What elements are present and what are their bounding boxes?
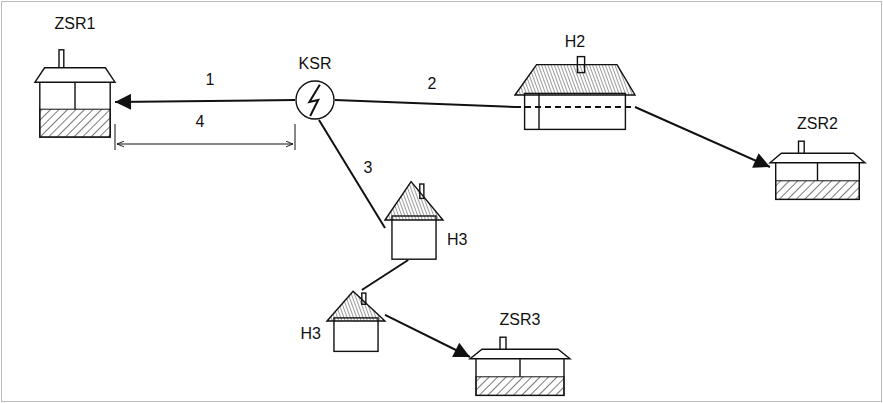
house-picture — [385, 180, 443, 260]
station-label: ZSR3 — [465, 310, 575, 330]
station-label: ZSR1 — [30, 14, 120, 34]
house-picture — [470, 336, 570, 396]
feeder-line — [335, 100, 515, 107]
station-label: H3 — [447, 230, 479, 250]
dimension-number: 4 — [194, 113, 207, 131]
station-label: KSR — [290, 54, 340, 74]
dimension-tick — [295, 124, 296, 150]
feeder-line — [319, 120, 385, 228]
house-node: H2 — [515, 30, 635, 136]
house-node: ZSR2 — [765, 110, 870, 202]
house-picture — [327, 290, 385, 352]
house-picture — [515, 55, 635, 135]
house-node: ZSR3 — [465, 308, 575, 398]
house-node: H3 — [285, 290, 387, 354]
feeder-line — [635, 107, 770, 167]
feeder-line — [115, 100, 295, 102]
house-node: ZSR1 — [30, 8, 120, 140]
lightning-symbol — [295, 80, 335, 120]
switch-station: KSR — [290, 52, 340, 122]
dimension-line — [117, 144, 293, 145]
house-picture — [770, 140, 865, 200]
house-picture — [35, 48, 115, 138]
dimension-tick — [115, 124, 116, 150]
station-label: H3 — [285, 324, 321, 344]
station-label: H2 — [545, 32, 605, 52]
feeder-line — [385, 315, 470, 357]
house-node: H3 — [385, 180, 480, 262]
line-number: 3 — [362, 159, 375, 177]
feeder-line — [362, 260, 408, 290]
line-number: 2 — [426, 75, 439, 93]
line-number: 1 — [204, 71, 217, 89]
station-label: ZSR2 — [765, 114, 870, 134]
